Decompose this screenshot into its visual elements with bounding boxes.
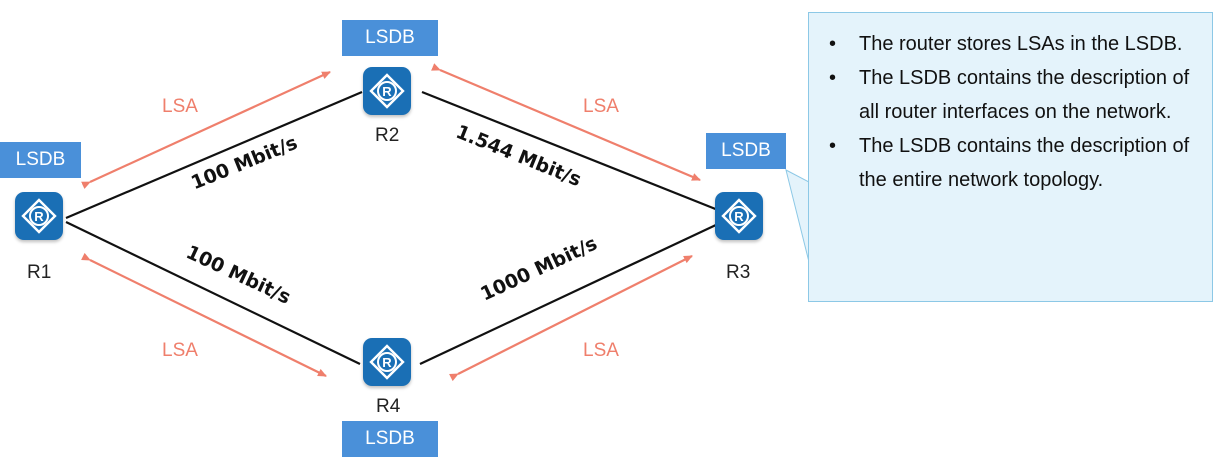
svg-text:R: R: [734, 209, 744, 224]
router-r4: R: [363, 338, 411, 386]
lsa-arrow-r2-r3: [431, 63, 701, 182]
router-label-r1: R1: [27, 262, 52, 283]
lsdb-r1: LSDB: [0, 142, 81, 178]
lsdb-r3: LSDB: [706, 133, 786, 169]
router-r3: R: [715, 192, 763, 240]
lsdb-r4: LSDB: [342, 421, 438, 457]
svg-text:R: R: [382, 84, 392, 99]
router-icon: R: [369, 73, 405, 109]
lsa-label-r1-r2: LSA: [162, 96, 198, 117]
note-bullet-list: The router stores LSAs in the LSDB. The …: [827, 27, 1200, 197]
note-box: The router stores LSAs in the LSDB. The …: [808, 12, 1213, 302]
lsa-arrow-r4-r3: [449, 255, 693, 382]
router-icon: R: [369, 344, 405, 380]
router-label-r2: R2: [375, 125, 400, 146]
router-icon: R: [721, 198, 757, 234]
svg-text:R: R: [34, 209, 44, 224]
router-icon: R: [21, 198, 57, 234]
lsa-arrow-r1-r4: [81, 252, 327, 377]
note-callout-pointer: [785, 169, 810, 263]
note-bullet: The LSDB contains the description of the…: [827, 129, 1200, 197]
svg-text:R: R: [382, 355, 392, 370]
router-label-r3: R3: [726, 262, 751, 283]
router-r2: R: [363, 67, 411, 115]
lsdb-r2: LSDB: [342, 20, 438, 56]
link-r2-r3: [421, 90, 719, 212]
router-r1: R: [15, 192, 63, 240]
note-bullet: The LSDB contains the description of all…: [827, 61, 1200, 129]
link-r1-r4: [65, 221, 361, 365]
lsa-label-r2-r3: LSA: [583, 96, 619, 117]
lsa-label-r4-r3: LSA: [583, 340, 619, 361]
lsa-label-r1-r4: LSA: [162, 340, 198, 361]
lsa-arrow-r1-r2: [81, 71, 331, 189]
router-label-r4: R4: [376, 396, 401, 417]
link-r1-r2: [65, 90, 363, 220]
note-bullet: The router stores LSAs in the LSDB.: [827, 27, 1200, 61]
